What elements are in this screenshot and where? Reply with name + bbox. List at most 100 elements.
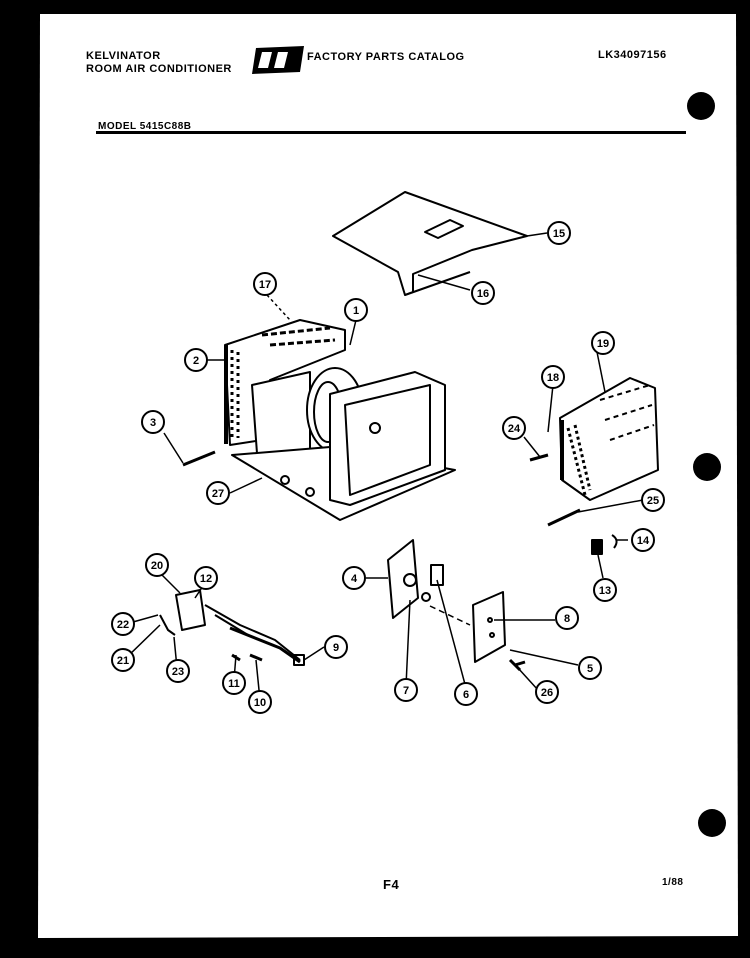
callout-circle — [222, 671, 246, 695]
callout-label: 1 — [353, 305, 359, 317]
part-screw-24 — [529, 453, 549, 462]
callout-label: 18 — [547, 372, 559, 384]
model-number: MODEL 5415C88B — [98, 121, 192, 132]
callout-label: 12 — [200, 573, 212, 585]
page-number: F4 — [383, 877, 400, 892]
callout-circle — [206, 481, 230, 505]
callout-circle — [541, 365, 565, 389]
callout-25: 25 — [641, 488, 665, 512]
callout-circle — [394, 678, 418, 702]
callout-label: 22 — [117, 619, 129, 631]
callout-circle — [593, 578, 617, 602]
callout-label: 15 — [553, 228, 565, 240]
callout-15: 15 — [547, 221, 571, 245]
callout-label: 21 — [117, 655, 129, 667]
callout-8: 8 — [555, 606, 579, 630]
callout-circle — [631, 528, 655, 552]
binder-hole-bottom — [698, 809, 726, 837]
callout-12: 12 — [194, 566, 218, 590]
callout-circle — [194, 566, 218, 590]
callout-11: 11 — [222, 671, 246, 695]
callout-circle — [184, 348, 208, 372]
callout-label: 11 — [228, 678, 240, 690]
binder-hole-middle — [693, 453, 721, 481]
callout-label: 20 — [151, 560, 163, 572]
catalog-number: LK34097156 — [598, 49, 667, 61]
callout-label: 14 — [637, 535, 650, 547]
callout-label: 17 — [259, 279, 271, 291]
callout-circle — [502, 416, 526, 440]
callout-circle — [641, 488, 665, 512]
callout-label: 25 — [647, 495, 659, 507]
callout-circle — [591, 331, 615, 355]
brand-name: KELVINATOR — [86, 50, 161, 62]
callout-17: 17 — [253, 272, 277, 296]
callout-6: 6 — [454, 682, 478, 706]
callout-5: 5 — [578, 656, 602, 680]
part-control-panel — [472, 591, 526, 672]
callout-label: 8 — [564, 613, 570, 625]
callout-9: 9 — [324, 635, 348, 659]
callout-22: 22 — [111, 612, 135, 636]
frigidaire-logo-mark — [252, 46, 304, 74]
callout-label: 4 — [351, 573, 358, 585]
callout-19: 19 — [591, 331, 615, 355]
callout-circle — [141, 410, 165, 434]
callout-circle — [111, 612, 135, 636]
part-condenser-coil — [559, 377, 659, 501]
callout-3: 3 — [141, 410, 165, 434]
callout-circle — [145, 553, 169, 577]
product-line: ROOM AIR CONDITIONER — [86, 63, 232, 75]
callout-label: 27 — [212, 488, 224, 500]
callout-circle — [471, 281, 495, 305]
model-underline — [96, 131, 686, 134]
callout-label: 10 — [254, 697, 266, 709]
callout-18: 18 — [541, 365, 565, 389]
binder-hole-top — [687, 92, 715, 120]
callout-circle — [111, 648, 135, 672]
callout-23: 23 — [166, 659, 190, 683]
callout-label: 2 — [193, 355, 199, 367]
revision-date: 1/88 — [662, 877, 684, 888]
callout-circle — [248, 690, 272, 714]
callout-label: 3 — [150, 417, 156, 429]
callout-14: 14 — [631, 528, 655, 552]
callout-circle — [555, 606, 579, 630]
callout-circle — [344, 298, 368, 322]
callout-7: 7 — [394, 678, 418, 702]
part-top-cover — [332, 191, 528, 296]
callout-label: 24 — [508, 423, 521, 435]
callout-circle — [454, 682, 478, 706]
callout-label: 26 — [541, 687, 553, 699]
callout-label: 7 — [403, 685, 409, 697]
callout-20: 20 — [145, 553, 169, 577]
part-base-pan — [231, 371, 456, 521]
callout-10: 10 — [248, 690, 272, 714]
callout-label: 13 — [599, 585, 611, 597]
callout-label: 5 — [587, 663, 593, 675]
callout-13: 13 — [593, 578, 617, 602]
callout-circle — [166, 659, 190, 683]
catalog-title: FACTORY PARTS CATALOG — [307, 51, 465, 63]
part-screw-3 — [182, 450, 216, 467]
part-control-bracket — [387, 539, 444, 619]
callout-circle — [324, 635, 348, 659]
callout-4: 4 — [342, 566, 366, 590]
callout-label: 9 — [333, 642, 339, 654]
callout-27: 27 — [206, 481, 230, 505]
part-rod-25 — [547, 508, 581, 527]
callout-1: 1 — [344, 298, 368, 322]
callout-circle — [253, 272, 277, 296]
callout-label: 23 — [172, 666, 184, 678]
callout-label: 16 — [477, 288, 489, 300]
callout-circle — [342, 566, 366, 590]
callout-layer: 1234567891011121314151617181920212223242… — [111, 221, 665, 714]
callout-2: 2 — [184, 348, 208, 372]
callout-24: 24 — [502, 416, 526, 440]
callout-16: 16 — [471, 281, 495, 305]
callout-circle — [535, 680, 559, 704]
callout-circle — [547, 221, 571, 245]
callout-label: 6 — [463, 689, 469, 701]
